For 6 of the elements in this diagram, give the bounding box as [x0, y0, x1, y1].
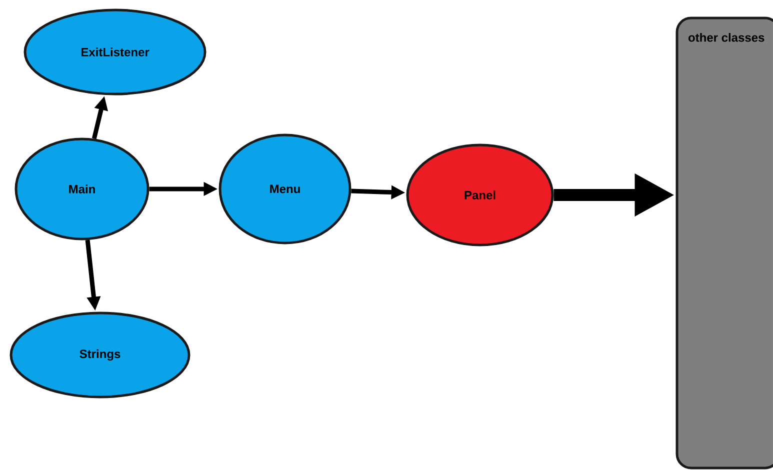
ellipse-node: Menu [218, 134, 352, 244]
ellipse-node: Panel [406, 144, 554, 246]
ellipse-node: Strings [10, 312, 190, 398]
rounded-box: other classes [676, 16, 773, 470]
ellipse-node: ExitListener [24, 8, 206, 96]
ellipse-node: Main [14, 138, 150, 240]
